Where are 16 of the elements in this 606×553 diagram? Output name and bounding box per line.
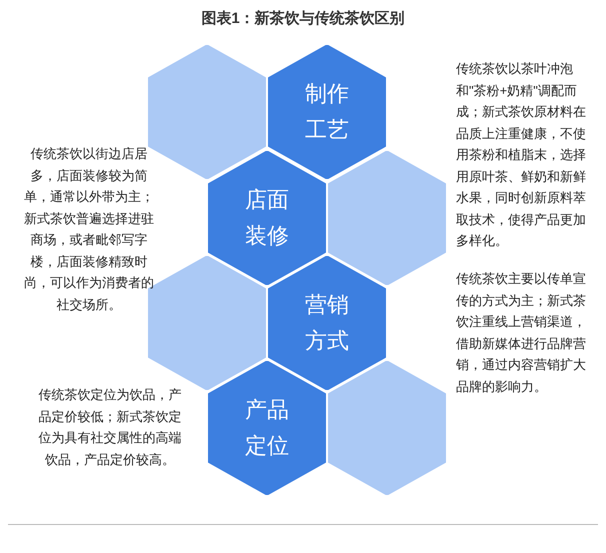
description-text: 传统茶饮定位为饮品，产品定价较低；新式茶饮定位为具有社交属性的高端饮品，产品定价较高。: [38, 386, 182, 468]
hexagon-shape: [328, 151, 446, 285]
description-text: 传统茶饮以茶叶冲泡和"茶粉+奶精"调配而成；新式茶饮原材料在品质上注重健康，不使用茶粉和植脂末，选择用原叶茶、鲜奶和新鲜水果，同时创新原料萃取技术，使得产品更加多样化。: [456, 60, 587, 250]
description-text: 传统茶饮主要以传单宣传的方式为主；新式茶饮注重线上营销渠道，借助新媒体进行品牌营销，通过内容营销扩大品牌的影响力。: [456, 270, 587, 396]
hexagon-shape: [148, 45, 266, 179]
hexagon-shape: [328, 361, 446, 495]
hexagon-box: [268, 256, 386, 390]
hexagon-box: [208, 151, 326, 285]
hexagon-box: [268, 45, 386, 179]
hexagon-box: [208, 361, 326, 495]
chart-title: 图表1：新茶饮与传统茶饮区别: [200, 9, 406, 29]
hexagon-label: 营销方式: [304, 291, 350, 355]
hexagon-label: 店面装修: [244, 186, 290, 250]
description-text: 传统茶饮以街边店居多，店面装修较为简单，通常以外带为主；新式茶饮普遍选择进驻商场，或者毗邻写字楼，店面装修精致时尚，可以作为消费者的社交场所。: [23, 145, 155, 314]
hexagon-label: 制作工艺: [304, 80, 350, 144]
hexagon-label: 产品定位: [244, 396, 290, 460]
